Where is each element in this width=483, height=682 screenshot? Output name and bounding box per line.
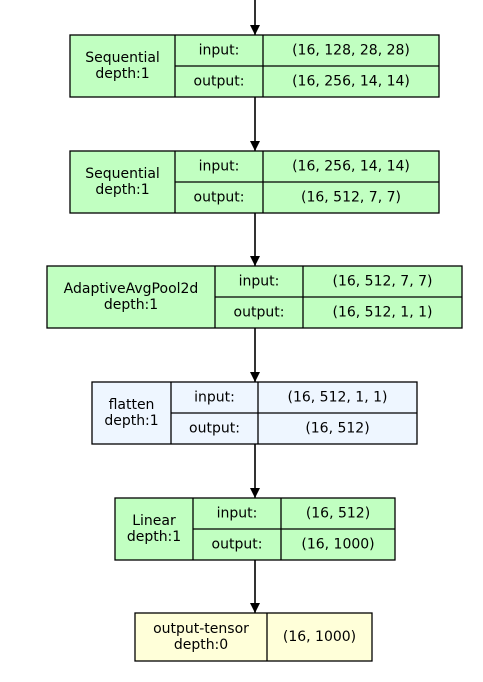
output-shape-value: (16, 1000) (301, 537, 374, 553)
output-label: output: (234, 305, 285, 321)
input-label: input: (199, 43, 240, 59)
node-depth: depth:1 (95, 182, 149, 198)
input-shape-value: (16, 256, 14, 14) (292, 159, 410, 175)
input-shape-value: (16, 128, 28, 28) (292, 43, 410, 59)
input-shape-value: (16, 512) (306, 506, 370, 522)
node-depth: depth:1 (95, 66, 149, 82)
node-name: AdaptiveAvgPool2d (64, 281, 199, 297)
node-name: output-tensor (153, 621, 249, 637)
node-name: Sequential (85, 166, 160, 182)
output-shape-value: (16, 512, 1, 1) (333, 305, 433, 321)
node-box (134, 612, 373, 662)
output-shape-value: (16, 512, 7, 7) (301, 190, 401, 206)
output-label: output: (194, 74, 245, 90)
node-depth: depth:0 (174, 637, 228, 653)
node-depth: depth:1 (104, 413, 158, 429)
input-label: input: (239, 274, 280, 290)
output-shape-value: (16, 512) (305, 421, 369, 437)
node-name: Sequential (85, 50, 160, 66)
input-label: input: (194, 390, 235, 406)
input-label: input: (217, 506, 258, 522)
output-label: output: (189, 421, 240, 437)
input-shape-value: (16, 512, 7, 7) (333, 274, 433, 290)
output-shape-value: (16, 256, 14, 14) (292, 74, 410, 90)
node-depth: depth:1 (127, 529, 181, 545)
input-label: input: (199, 159, 240, 175)
output-label: output: (212, 537, 263, 553)
node-depth: depth:1 (104, 297, 158, 313)
tensor-shape-value: (16, 1000) (283, 629, 356, 645)
output-label: output: (194, 190, 245, 206)
input-shape-value: (16, 512, 1, 1) (288, 390, 388, 406)
node-name: flatten (109, 397, 155, 413)
node-name: Linear (132, 513, 176, 529)
